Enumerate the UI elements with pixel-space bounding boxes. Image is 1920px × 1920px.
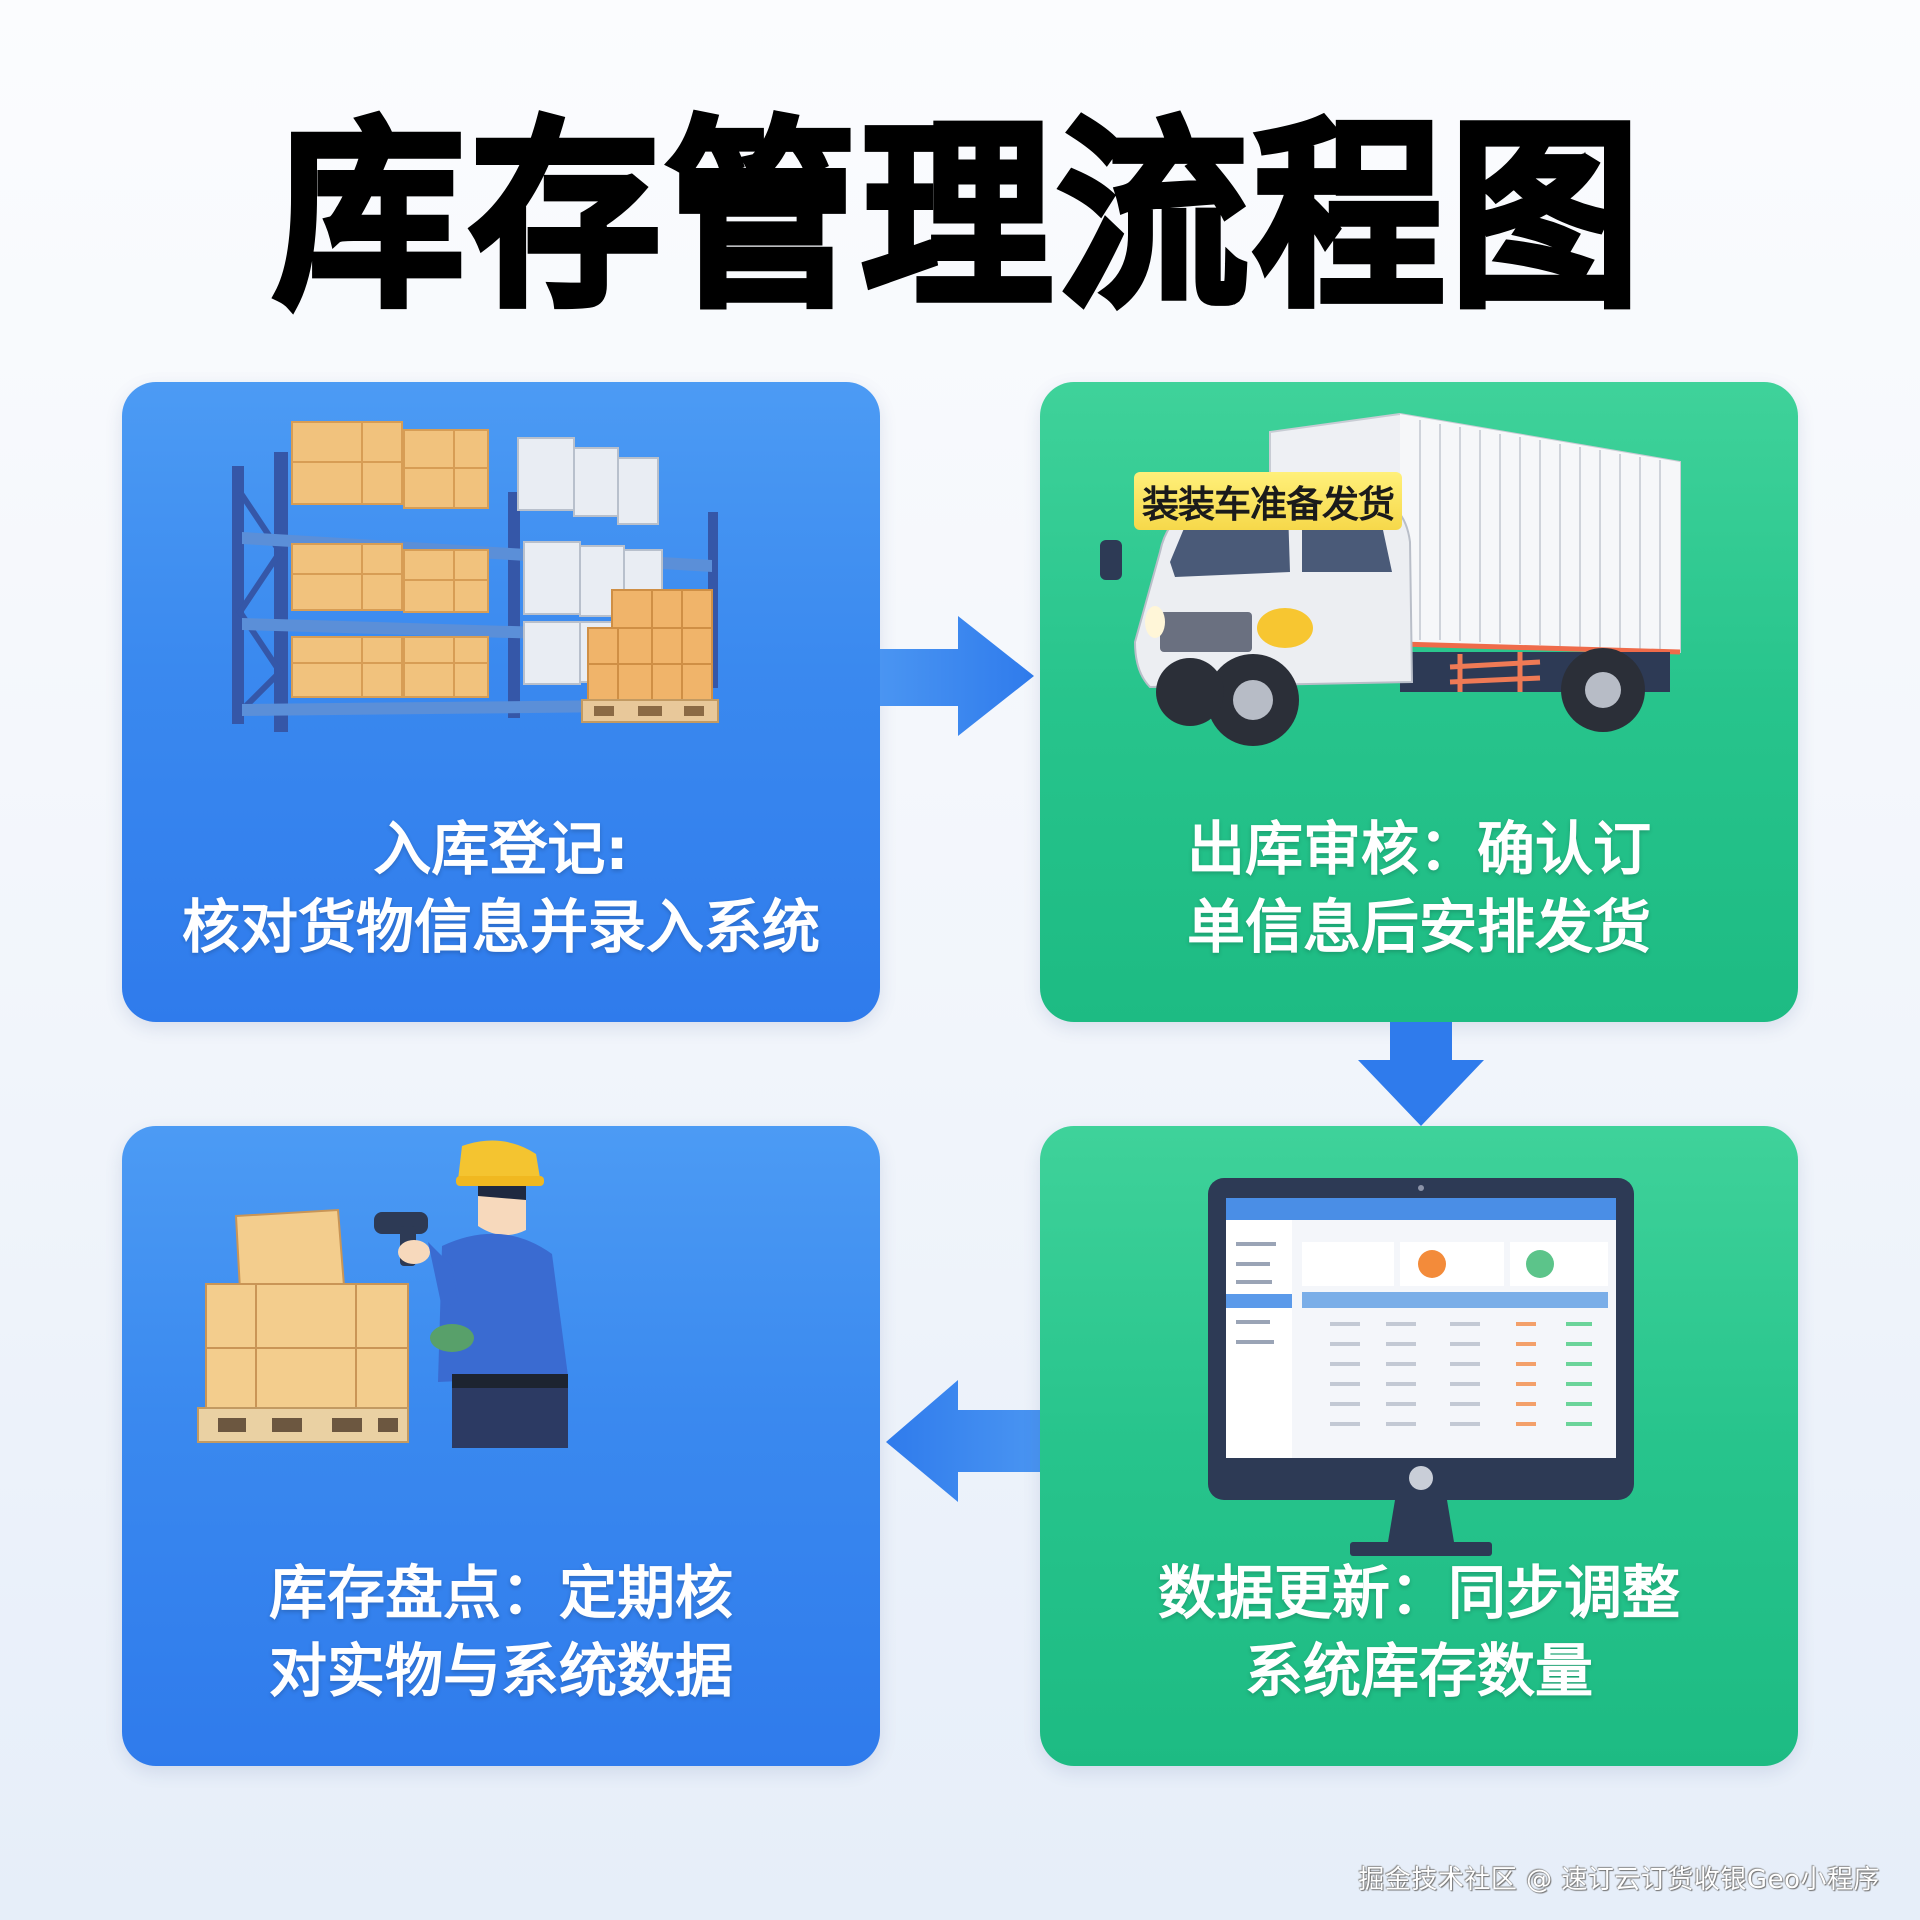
step-card-stock-count: 库存盘点：定期核 对实物与系统数据	[122, 1126, 880, 1766]
caption-line-1: 数据更新：同步调整	[1157, 1559, 1680, 1627]
caption-line-1: 入库登记:	[373, 815, 629, 883]
arrow-down-icon	[1358, 1022, 1488, 1128]
caption-line-2: 对实物与系统数据	[268, 1637, 733, 1705]
step-caption: 数据更新：同步调整 系统库存数量	[1040, 1554, 1798, 1710]
caption-line-1: 库存盘点：定期核	[268, 1559, 733, 1627]
step-caption: 出库审核：确认订 单信息后安排发货	[1040, 810, 1798, 966]
watermark: 掘金技术社区 @ 速订云订货收银Geo小程序	[1358, 1865, 1880, 1895]
caption-line-1: 出库审核：确认订	[1186, 815, 1651, 883]
step-caption: 入库登记: 核对货物信息并录入系统	[122, 810, 880, 966]
caption-line-2: 单信息后安排发货	[1186, 893, 1651, 961]
page-title: 库存管理流程图	[271, 100, 1646, 335]
delivery-truck-illustration	[1100, 412, 1681, 746]
step-caption: 库存盘点：定期核 对实物与系统数据	[122, 1554, 880, 1710]
truck-label: 装装车准备发货	[1134, 472, 1402, 530]
computer-dashboard-illustration	[1208, 1178, 1634, 1556]
step-card-inbound-registration: 入库登记: 核对货物信息并录入系统	[122, 382, 880, 1022]
arrow-left-icon	[880, 1380, 1040, 1510]
caption-line-2: 系统库存数量	[1244, 1637, 1593, 1705]
caption-line-2: 核对货物信息并录入系统	[181, 893, 820, 961]
step-card-outbound-review: 装装车准备发货 出库审核：确认订 单信息后安排发货	[1040, 382, 1798, 1022]
step-card-data-update: 数据更新：同步调整 系统库存数量	[1040, 1126, 1798, 1766]
arrow-right-icon	[880, 612, 1040, 742]
warehouse-shelves-illustration	[232, 421, 719, 732]
worker-scanning-illustration	[197, 1140, 568, 1448]
